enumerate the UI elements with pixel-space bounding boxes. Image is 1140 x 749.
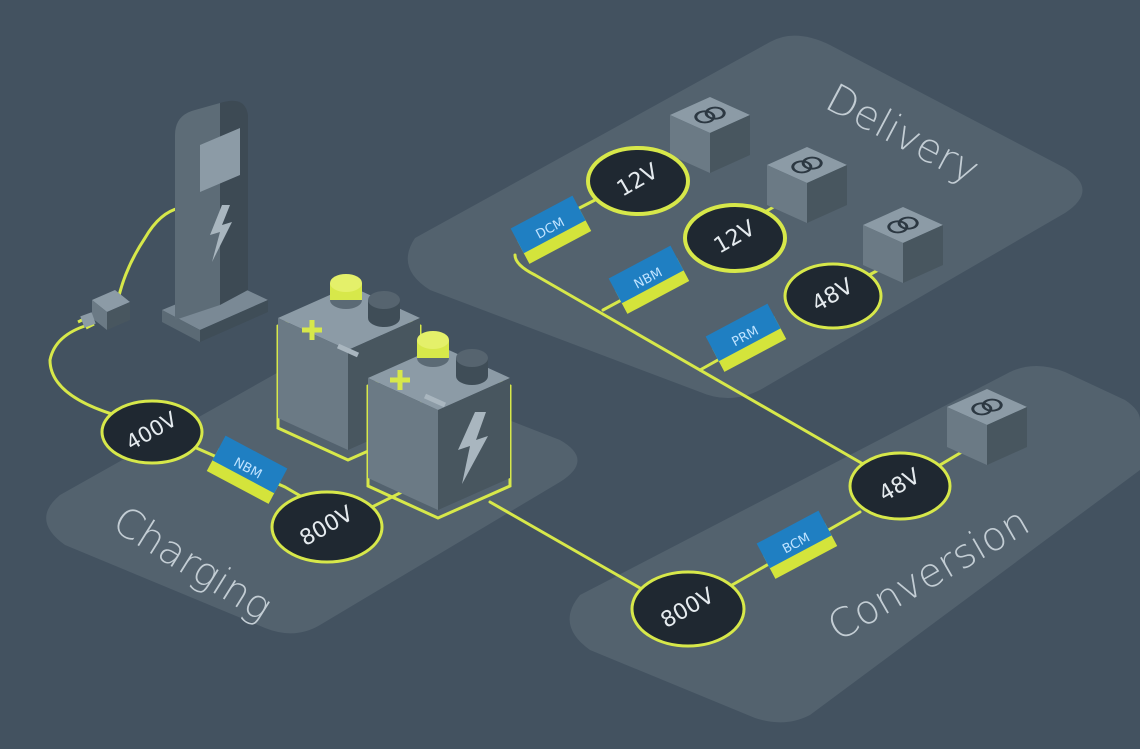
- voltage-node-400v: 400V: [100, 399, 204, 465]
- voltage-node-800v-charging: 800V: [270, 490, 384, 564]
- battery-front: [366, 331, 512, 520]
- voltage-node-48v-delivery: 48V: [783, 262, 883, 330]
- module-prm: PRM: [705, 303, 787, 372]
- module-nbm-charging: NBM: [206, 435, 288, 504]
- minus-icon: [423, 393, 447, 408]
- voltage-node-800v-conversion: 800V: [630, 570, 746, 648]
- voltage-node-12v-mid: 12V: [683, 203, 787, 273]
- module-bcm: BCM: [756, 510, 838, 579]
- battery-back: [276, 274, 422, 462]
- module-nbm-delivery: NBM: [608, 245, 690, 314]
- module-dcm: DCM: [510, 195, 592, 264]
- charging-station: [162, 100, 268, 342]
- conversion-platform: [569, 366, 1140, 723]
- voltage-node-48v-conversion: 48V: [848, 451, 952, 521]
- lightning-icon: [210, 205, 232, 262]
- plus-icon: [390, 370, 410, 390]
- plug-icon: [77, 290, 130, 330]
- voltage-node-12v-top: 12V: [586, 146, 690, 216]
- plus-icon: [302, 320, 322, 340]
- lightning-icon: [458, 412, 488, 484]
- minus-icon: [336, 343, 360, 358]
